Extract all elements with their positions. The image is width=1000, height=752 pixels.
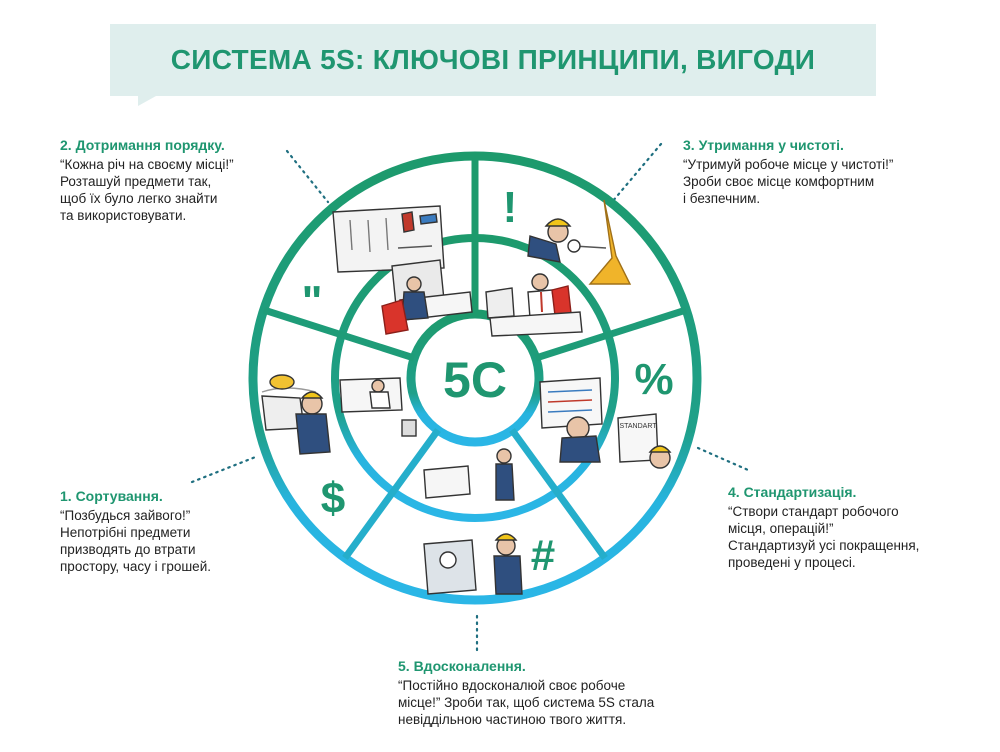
improvement-desk-illustration bbox=[423, 448, 515, 501]
cleaning-worker-illustration bbox=[527, 199, 632, 285]
principle-sorting-text: “Позбудься зайвого!” Непотрібні предмети… bbox=[60, 508, 211, 574]
principle-order-heading: 2. Дотримання порядку. bbox=[60, 137, 225, 153]
leader-line-2 bbox=[285, 149, 330, 204]
principle-standardization-heading: 4. Стандартизація. bbox=[728, 484, 857, 500]
spoke-upper-left bbox=[262, 306, 416, 362]
standard-board-label: STANDART bbox=[619, 423, 657, 430]
leader-line-3 bbox=[610, 142, 663, 204]
leader-line-4 bbox=[696, 446, 750, 472]
principle-improvement-text: “Постійно вдосконалюй своє робоче місце!… bbox=[398, 678, 655, 727]
leader-line-1 bbox=[190, 454, 260, 484]
title-banner bbox=[110, 24, 876, 96]
leader-lines bbox=[190, 142, 750, 652]
symbol-improve: # bbox=[531, 531, 555, 580]
standards-board-illustration: STANDART bbox=[539, 377, 672, 469]
principle-cleanliness: 3. Утримання у чистоті. “Утримуй робоче … bbox=[683, 137, 943, 207]
principle-standardization: 4. Стандартизація. “Створи стандарт робо… bbox=[728, 484, 978, 571]
center-label: 5С bbox=[443, 352, 507, 408]
desk-worker-illustration bbox=[381, 259, 473, 335]
principle-improvement: 5. Вдосконалення. “Постійно вдосконалюй … bbox=[398, 658, 758, 728]
symbol-clean: ! bbox=[503, 183, 518, 232]
illustrations: STANDART bbox=[261, 199, 672, 595]
sorting-desk-illustration bbox=[339, 377, 417, 437]
sorting-worker-illustration bbox=[261, 374, 331, 455]
principle-improvement-heading: 5. Вдосконалення. bbox=[398, 658, 526, 674]
principle-order: 2. Дотримання порядку. “Кожна річ на сво… bbox=[60, 137, 290, 224]
principle-cleanliness-heading: 3. Утримання у чистоті. bbox=[683, 137, 844, 153]
principle-cleanliness-text: “Утримуй робоче місце у чистоті!” Зроби … bbox=[683, 157, 894, 206]
title-banner-tail bbox=[138, 96, 156, 106]
machine-illustration bbox=[423, 533, 523, 595]
symbol-sorting: $ bbox=[321, 474, 345, 523]
principle-sorting: 1. Сортування. “Позбудься зайвого!” Непо… bbox=[60, 488, 280, 575]
principle-order-text: “Кожна річ на своєму місці!” Розташуй пр… bbox=[60, 157, 234, 223]
symbol-order: " bbox=[302, 277, 323, 326]
spoke-lower-left bbox=[342, 427, 441, 561]
page-title: СИСТЕМА 5S: КЛЮЧОВІ ПРИНЦИПИ, ВИГОДИ bbox=[170, 44, 816, 75]
principle-sorting-heading: 1. Сортування. bbox=[60, 488, 163, 504]
spoke-upper-right bbox=[534, 306, 688, 362]
tool-board-illustration bbox=[332, 205, 445, 273]
spokes bbox=[262, 156, 688, 561]
office-worker-illustration bbox=[485, 273, 583, 337]
principle-standardization-text: “Створи стандарт робочого місця, операці… bbox=[728, 504, 920, 570]
symbol-standard: % bbox=[634, 355, 673, 404]
spoke-lower-right bbox=[509, 427, 608, 561]
